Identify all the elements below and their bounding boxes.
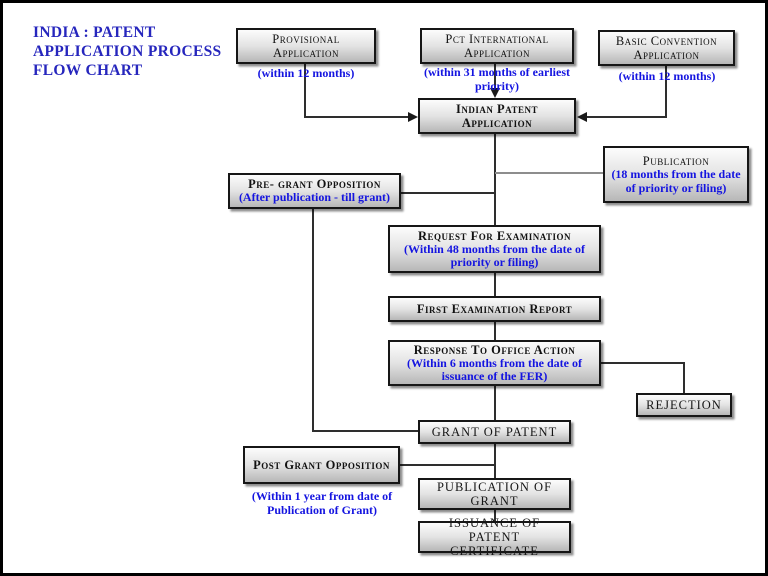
node-pct-international-application: Pct International Application [420,28,574,64]
node-pre-grant-opposition: Pre- grant Opposition (After publication… [228,173,401,209]
node-label: Basic Convention Application [615,34,718,62]
node-response-to-office-action: Response To Office Action (Within 6 mont… [388,340,601,386]
node-basic-convention-application: Basic Convention Application [598,30,735,66]
node-label: Pct International Application [445,32,549,60]
node-publication-of-grant: PUBLICATION OF GRANT [418,478,571,510]
connector-response-to-rejection [601,362,685,393]
node-publication: Publication (18 months from the date of … [603,146,749,203]
node-label: First Examination Report [416,302,573,316]
arrowhead-left-icon [577,112,587,122]
node-rejection: REJECTION [636,393,732,417]
node-note: (18 months from the date of priority or … [611,167,741,195]
page-title: INDIA : PATENT APPLICATION PROCESS FLOW … [33,24,222,79]
node-label: Request For Examination [417,228,572,243]
node-grant-of-patent: GRANT OF PATENT [418,420,571,444]
note-postgrant-deadline: (Within 1 year from date of Publication … [251,489,393,517]
node-label: Post Grant Opposition [253,458,390,472]
node-label: Provisional Application [272,32,340,60]
node-label: GRANT OF PATENT [431,425,558,439]
note-pct-deadline: (within 31 months of earliest priority) [424,65,570,93]
node-provisional-application: Provisional Application [236,28,376,64]
node-label: REJECTION [646,398,722,412]
node-label: Publication [642,154,710,168]
note-basic-deadline: (within 12 months) [618,69,716,83]
arrowhead-right-icon [408,112,418,122]
node-note: (Within 6 months from the date of issuan… [407,355,582,383]
node-label: Pre- grant Opposition [248,177,381,192]
node-request-for-examination: Request For Examination (Within 48 month… [388,225,601,273]
node-first-examination-report: First Examination Report [388,296,601,322]
node-note: (Within 48 months from the date of prior… [404,241,585,269]
node-issuance-of-patent-certificate: ISSUANCE OF PATENT CERTIFICATE [418,516,571,558]
note-provisional-deadline: (within 12 months) [257,66,355,80]
node-label: Indian Patent Application [456,102,538,130]
node-label: PUBLICATION OF GRANT [436,480,553,508]
node-label: Response To Office Action [413,342,576,357]
node-indian-patent-application: Indian Patent Application [418,98,576,134]
node-post-grant-opposition: Post Grant Opposition [243,446,400,484]
node-label: ISSUANCE OF PATENT CERTIFICATE [448,516,541,558]
node-note: (After publication - till grant) [238,190,391,205]
